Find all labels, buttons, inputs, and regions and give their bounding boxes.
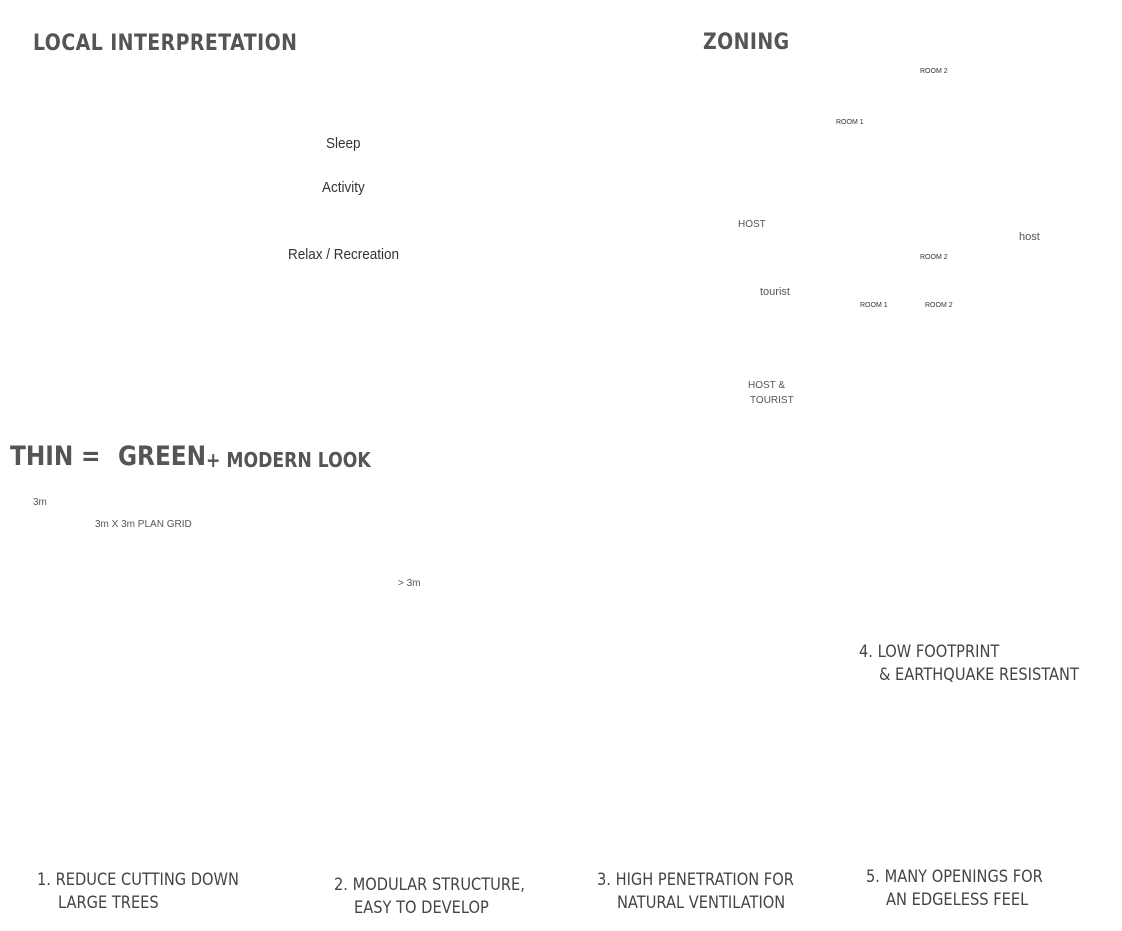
tourist-label: tourist — [760, 286, 790, 298]
sleep-zone — [20, 60, 276, 235]
plan-grid-label: 3m X 3m PLAN GRID — [95, 519, 192, 530]
tree-clusters — [103, 530, 561, 833]
local-interpretation-title: LOCAL INTERPRETATION — [33, 31, 298, 56]
thin-heading: THIN — [10, 441, 74, 472]
zoning-lower — [810, 209, 980, 405]
caption-1-line-2: LARGE TREES — [58, 893, 159, 913]
host-label: HOST — [738, 219, 766, 230]
caption-5-line-1: 5. MANY OPENINGS FOR — [866, 867, 1043, 887]
zoning-room2-top: ROOM 2 — [920, 68, 948, 75]
ventilation-pavilion — [608, 649, 771, 775]
zoning-upper — [789, 29, 976, 241]
sleep-label: Sleep — [326, 135, 361, 152]
caption-5-line-2: AN EDGELESS FEEL — [886, 890, 1029, 910]
pavilions-set-1 — [23, 544, 296, 850]
caption-1-line-1: 1. REDUCE CUTTING DOWN — [37, 870, 239, 890]
grid-dimension-label: 3m — [33, 497, 47, 508]
host-tourist-icon — [749, 339, 783, 373]
host-icon — [739, 179, 773, 213]
host-top-label: host — [1019, 231, 1040, 243]
caption-4-line-2: & EARTHQUAKE RESISTANT — [879, 665, 1079, 685]
zoning-room2-bottom-2: ROOM 2 — [925, 302, 953, 309]
spacing-label: > 3m — [398, 578, 421, 589]
zoning-room2-bottom: ROOM 2 — [920, 254, 948, 261]
caption-2-line-1: 2. MODULAR STRUCTURE, — [334, 875, 525, 895]
zoning-title: ZONING — [703, 30, 790, 55]
zoning-room1-bottom: ROOM 1 — [860, 302, 888, 309]
grid-cube — [38, 512, 87, 556]
caption-3-line-2: NATURAL VENTILATION — [617, 893, 786, 913]
caption-3-line-1: 3. HIGH PENETRATION FOR — [597, 870, 794, 890]
host-tourist-label-2: TOURIST — [750, 395, 794, 406]
edgeless-triangle — [905, 705, 1070, 838]
activity-label: Activity — [322, 179, 365, 196]
low-footprint-platform — [868, 464, 1117, 613]
activity-zone — [150, 100, 276, 230]
zoning-icons — [739, 61, 1058, 374]
caption-4-line-1: 4. LOW FOOTPRINT — [859, 642, 1000, 662]
relax-label: Relax / Recreation — [288, 246, 400, 263]
equals-sign: = — [81, 441, 101, 472]
caption-2-line-2: EASY TO DEVELOP — [354, 898, 489, 918]
host-tourist-label-1: HOST & — [748, 380, 786, 391]
wind-arrows — [583, 626, 805, 705]
modern-look-heading: + MODERN LOOK — [206, 448, 371, 472]
green-heading: GREEN — [118, 441, 207, 472]
zoning-room1-top: ROOM 1 — [836, 119, 864, 126]
traditional-house — [100, 257, 560, 402]
tourist-icon — [745, 295, 775, 325]
modular-blocks — [359, 493, 556, 826]
